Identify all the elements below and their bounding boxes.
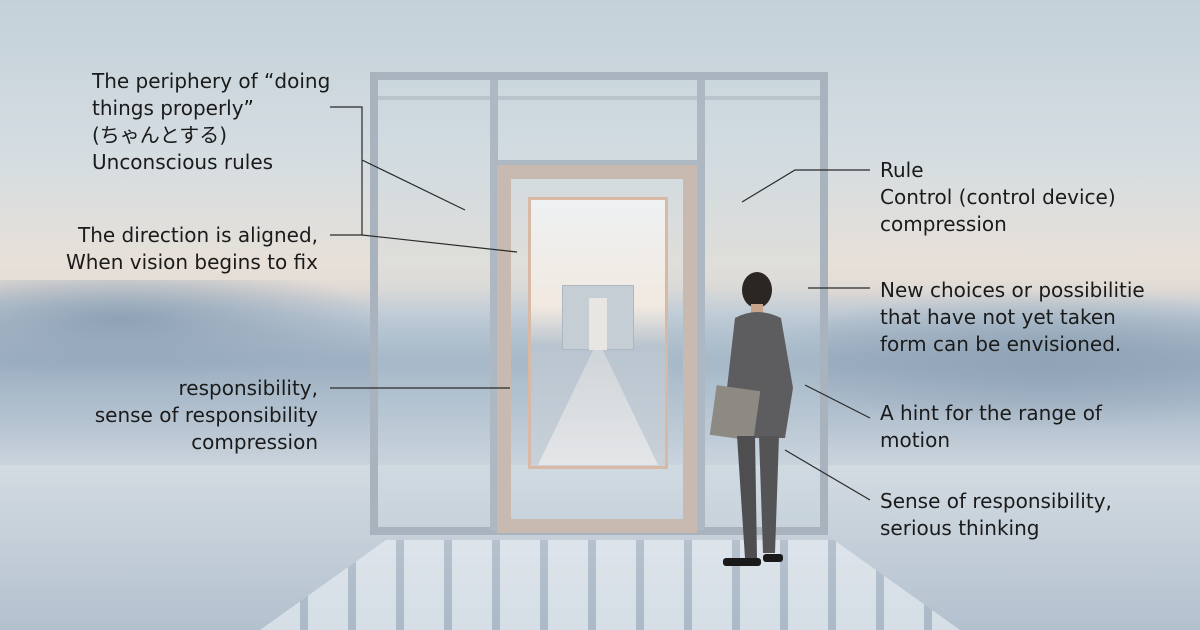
label-line: that have not yet taken: [880, 305, 1116, 329]
frame-mullion: [697, 80, 705, 530]
label-periphery: The periphery of “doing things properly”…: [92, 68, 330, 176]
label-line: (ちゃんとする): [92, 123, 228, 147]
frame-mullion: [490, 80, 498, 530]
label-line: compression: [191, 430, 318, 454]
label-rule: Rule Control (control device) compressio…: [880, 157, 1116, 238]
man-in-suit: [709, 272, 793, 566]
leader-line: [361, 159, 466, 211]
label-line: sense of responsibility: [94, 403, 318, 427]
label-new-choices: New choices or possibilitie that have no…: [880, 277, 1145, 358]
leader-line: [784, 449, 871, 501]
label-line: The periphery of “doing: [92, 69, 331, 93]
label-line: compression: [880, 212, 1007, 236]
label-line: form can be envisioned.: [880, 332, 1122, 356]
label-direction: The direction is aligned, When vision be…: [66, 222, 318, 276]
label-line: The direction is aligned,: [78, 223, 318, 247]
leader-line: [804, 384, 871, 419]
label-line: motion: [880, 428, 951, 452]
label-line: A hint for the range of: [880, 401, 1102, 425]
leader-line: [741, 169, 870, 203]
label-line: Rule: [880, 158, 924, 182]
label-line: New choices or possibilitie: [880, 278, 1145, 302]
label-line: When vision begins to fix: [65, 250, 318, 274]
label-line: Control (control device): [880, 185, 1116, 209]
label-line: responsibility,: [178, 376, 319, 400]
frame-transom: [498, 160, 698, 166]
frame-transom: [378, 96, 820, 100]
label-serious-thinking: Sense of responsibility, serious thinkin…: [880, 488, 1112, 542]
inner-door-frame: [497, 165, 697, 533]
frame-shadow: [260, 540, 960, 630]
distant-gate: [562, 285, 634, 350]
label-line: Unconscious rules: [92, 150, 274, 174]
leader-line: [361, 234, 518, 253]
leader-line: [330, 106, 363, 236]
label-responsibility: responsibility, sense of responsibility …: [95, 375, 318, 456]
label-line: Sense of responsibility,: [880, 489, 1112, 513]
label-line: serious thinking: [880, 516, 1040, 540]
label-line: things properly”: [92, 96, 254, 120]
label-range-of-motion: A hint for the range of motion: [880, 400, 1102, 454]
